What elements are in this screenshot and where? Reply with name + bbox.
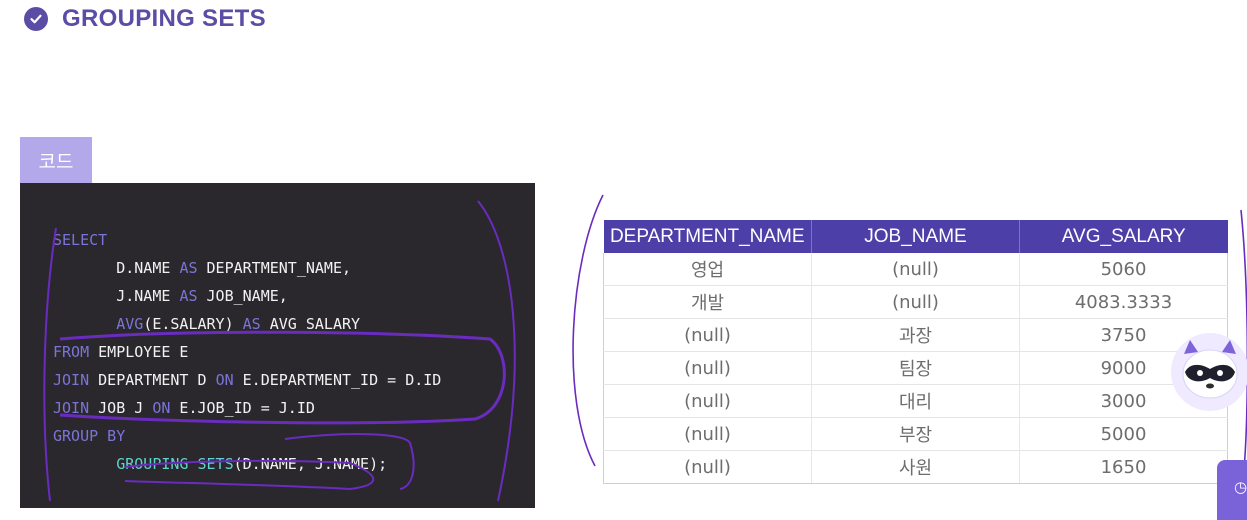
- code-lines: SELECT D.NAME AS DEPARTMENT_NAME, J.NAME…: [53, 226, 441, 478]
- table-cell: (null): [603, 351, 812, 385]
- result-table: DEPARTMENT_NAME JOB_NAME AVG_SALARY 영업(n…: [603, 220, 1228, 484]
- code-line: JOIN DEPARTMENT D ON E.DEPARTMENT_ID = D…: [53, 371, 442, 389]
- code-panel: SELECT D.NAME AS DEPARTMENT_NAME, J.NAME…: [20, 183, 535, 508]
- code-line: FROM EMPLOYEE E: [53, 343, 189, 361]
- table-header-row: DEPARTMENT_NAME JOB_NAME AVG_SALARY: [603, 220, 1228, 253]
- table-cell: (null): [603, 384, 812, 418]
- table-cell: (null): [603, 417, 812, 451]
- table-cell: 과장: [811, 318, 1020, 352]
- table-cell: 영업: [603, 253, 812, 286]
- table-cell: 개발: [603, 285, 812, 319]
- table-cell: 1650: [1019, 450, 1228, 484]
- table-cell: 대리: [811, 384, 1020, 418]
- clock-icon[interactable]: ◷: [1217, 460, 1247, 520]
- code-tab-label: 코드: [38, 150, 74, 173]
- code-line: AVG(E.SALARY) AS AVG_SALARY: [116, 315, 361, 333]
- table-cell: (null): [811, 285, 1020, 319]
- code-tab: 코드: [20, 137, 92, 183]
- annotation-bracket-table-left: [572, 194, 604, 467]
- code-line: JOIN JOB J ON E.JOB_ID = J.ID: [53, 399, 315, 417]
- section-title: GROUPING SETS: [62, 5, 266, 32]
- code-line: SELECT: [53, 231, 108, 249]
- table-cell: 부장: [811, 417, 1020, 451]
- code-line: J.NAME AS JOB_NAME,: [116, 287, 288, 305]
- table-cell: (null): [811, 253, 1020, 286]
- column-header: DEPARTMENT_NAME: [603, 220, 812, 253]
- raccoon-mascot-icon[interactable]: [1170, 332, 1247, 412]
- table-cell: 팀장: [811, 351, 1020, 385]
- table-row: 개발(null)4083.3333: [603, 285, 1228, 319]
- table-cell: (null): [603, 450, 812, 484]
- code-line: GROUP BY: [53, 427, 126, 445]
- column-header: JOB_NAME: [811, 220, 1020, 253]
- section-header: GROUPING SETS: [24, 4, 266, 34]
- code-line: GROUPING SETS(D.NAME, J.NAME);: [116, 455, 388, 473]
- column-header: AVG_SALARY: [1019, 220, 1228, 253]
- table-cell: 사원: [811, 450, 1020, 484]
- table-row: 영업(null)5060: [603, 253, 1228, 286]
- check-circle-icon: [24, 7, 48, 31]
- table-cell: 5000: [1019, 417, 1228, 451]
- annotation-bracket-right: [477, 200, 516, 502]
- table-cell: (null): [603, 318, 812, 352]
- table-cell: 4083.3333: [1019, 285, 1228, 319]
- table-cell: 5060: [1019, 253, 1228, 286]
- code-line: D.NAME AS DEPARTMENT_NAME,: [116, 259, 352, 277]
